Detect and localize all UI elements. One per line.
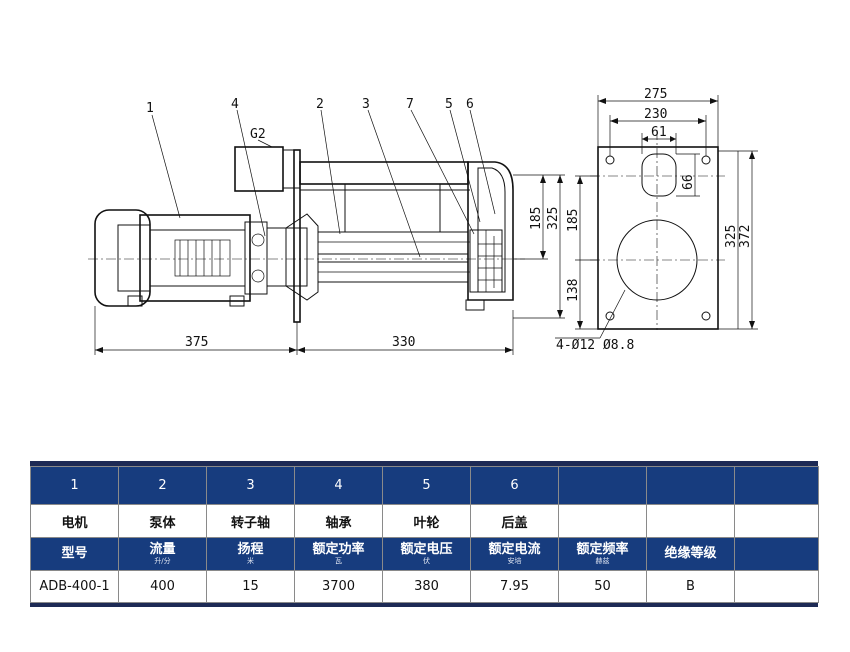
- part-name-cell: 转子轴: [206, 504, 295, 538]
- dimension-325: 325: [546, 207, 561, 230]
- part-number-cell: 1: [30, 466, 119, 505]
- holes-dimension: 4-Ø12 Ø8.8: [556, 338, 634, 353]
- part-number-cell: [646, 466, 735, 505]
- part-name-cell: 泵体: [118, 504, 207, 538]
- spec-table: 1 2 3 4 5 6 电机 泵体 转子轴 轴承 叶轮 后盖 型号 流量升/分 …: [30, 461, 819, 607]
- parts-spec-table: 1 2 3 4 5 6 电机 泵体 转子轴 轴承 叶轮 后盖 型号 流量升/分 …: [30, 466, 819, 603]
- dimension-185: 185: [529, 207, 544, 230]
- callout-label: 3: [362, 97, 370, 112]
- callout-label: 6: [466, 97, 474, 112]
- spec-header-label: 绝缘等级: [664, 546, 717, 561]
- spec-header-unit: 安培: [507, 557, 522, 565]
- part-number-cell: 5: [382, 466, 471, 505]
- part-name-row: 电机 泵体 转子轴 轴承 叶轮 后盖: [30, 504, 819, 538]
- spec-header-label: 扬程: [237, 542, 264, 557]
- spec-value-cell: B: [646, 570, 735, 603]
- dimension-372: 372: [738, 225, 753, 248]
- dimension-61: 61: [651, 125, 667, 140]
- height-dimensions: [513, 174, 565, 319]
- part-name-cell: 电机: [30, 504, 119, 538]
- pump-casing: [465, 161, 514, 311]
- spec-header-cell: 额定功率瓦: [294, 537, 383, 571]
- dimension-230: 230: [644, 107, 667, 122]
- spec-header-cell: 额定电压伏: [382, 537, 471, 571]
- spec-header-label: 额定电压: [400, 542, 453, 557]
- part-number-cell: 4: [294, 466, 383, 505]
- spec-header-cell: 额定电流安培: [470, 537, 559, 571]
- spec-header-label: 流量: [149, 542, 176, 557]
- dimension-185-flange: 185: [566, 209, 581, 232]
- part-name-cell: [646, 504, 735, 538]
- discharge-pipe: [234, 139, 300, 192]
- part-number-cell: [734, 466, 819, 505]
- part-name-cell: [558, 504, 647, 538]
- spec-header-label: 型号: [61, 546, 88, 561]
- callout-label: 4: [231, 97, 239, 112]
- part-name-cell: [734, 504, 819, 538]
- callout-label: 5: [445, 97, 453, 112]
- spec-header-cell: 型号: [30, 537, 119, 571]
- callout-label: 2: [316, 97, 324, 112]
- callout-label: 7: [406, 97, 414, 112]
- part-number-cell: [558, 466, 647, 505]
- spec-header-unit: 米: [247, 557, 254, 565]
- spec-value-cell: 3700: [294, 570, 383, 603]
- pump-technical-drawing: 1 4 2 3 7 5 6 G2 375 330 185 325: [88, 87, 758, 355]
- spec-value-cell: 380: [382, 570, 471, 603]
- part-name-cell: 后盖: [470, 504, 559, 538]
- dimension-325-flange: 325: [724, 225, 739, 248]
- spec-header-cell: 扬程米: [206, 537, 295, 571]
- part-number-cell: 2: [118, 466, 207, 505]
- spec-header-cell: 流量升/分: [118, 537, 207, 571]
- part-number-row: 1 2 3 4 5 6: [30, 466, 819, 505]
- dimension-275: 275: [644, 87, 667, 102]
- table-bottom-rule: [30, 603, 818, 607]
- callout-label: 1: [146, 101, 154, 116]
- spec-header-label: 额定功率: [312, 542, 365, 557]
- part-name-cell: 叶轮: [382, 504, 471, 538]
- spec-header-unit: 瓦: [335, 557, 342, 565]
- port-label: G2: [250, 127, 266, 142]
- part-number-cell: 6: [470, 466, 559, 505]
- spec-value-cell: ADB-400-1: [30, 570, 119, 603]
- dimension-138: 138: [566, 279, 581, 302]
- spec-header-cell: 绝缘等级: [646, 537, 735, 571]
- length-dimensions: [94, 306, 514, 355]
- part-number-cell: 3: [206, 466, 295, 505]
- spec-value-row: ADB-400-1 400 15 3700 380 7.95 50 B: [30, 570, 819, 603]
- callout-leaders: [151, 109, 496, 258]
- spec-value-cell: 50: [558, 570, 647, 603]
- dimension-66: 66: [681, 174, 696, 190]
- spec-value-cell: 400: [118, 570, 207, 603]
- spec-header-label: 额定频率: [576, 542, 629, 557]
- pump-column: [299, 161, 470, 283]
- spec-header-cell: 额定频率赫兹: [558, 537, 647, 571]
- spec-header-label: 额定电流: [488, 542, 541, 557]
- table-top-rule: [30, 461, 818, 466]
- motor-body: [94, 209, 268, 307]
- spec-header-unit: 升/分: [154, 557, 171, 565]
- flange-dimensions: [555, 95, 758, 339]
- spec-header-cell: [734, 537, 819, 571]
- spec-value-cell: 7.95: [470, 570, 559, 603]
- part-name-cell: 轴承: [294, 504, 383, 538]
- flange-end-view: [590, 130, 725, 330]
- dimension-330: 330: [392, 335, 415, 350]
- spec-value-cell: [734, 570, 819, 603]
- mounting-flange: [266, 149, 319, 323]
- spec-header-row: 型号 流量升/分 扬程米 额定功率瓦 额定电压伏 额定电流安培 额定频率赫兹 绝…: [30, 537, 819, 571]
- spec-header-unit: 赫兹: [595, 557, 610, 565]
- dimension-375: 375: [185, 335, 208, 350]
- spec-value-cell: 15: [206, 570, 295, 603]
- spec-header-unit: 伏: [423, 557, 430, 565]
